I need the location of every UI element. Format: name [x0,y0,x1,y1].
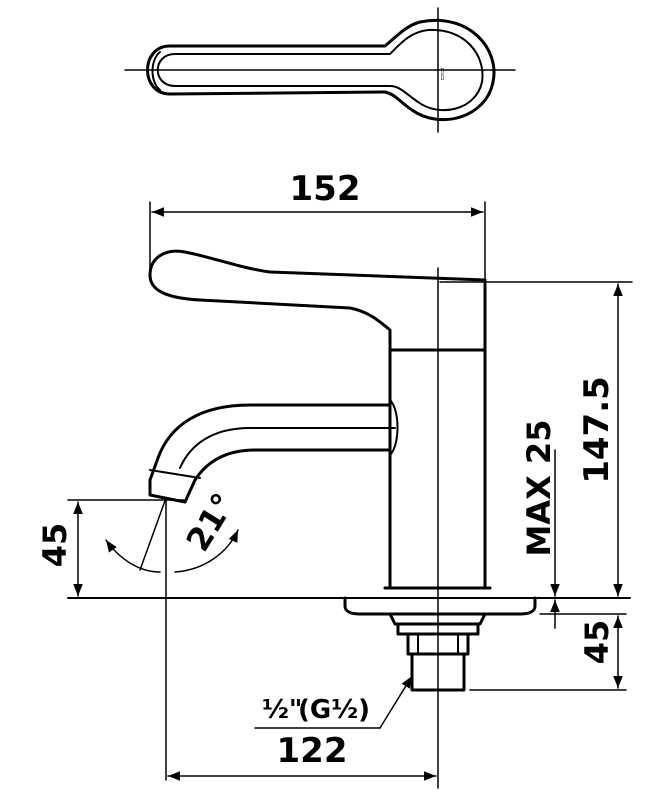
dim-45-right-label: 45 [578,620,616,665]
threaded-shank [410,652,466,692]
base-flange [343,596,537,616]
top-view-handle-tip [151,51,161,91]
angle-arc-right [174,529,239,573]
dim-122-label: 122 [277,731,348,771]
spout [148,403,392,504]
spout-tip [149,469,201,479]
thread-prefix: ½" [262,695,302,725]
top-view: ▭▭ [124,7,516,133]
dimensions: 152 147.5 MAX 25 45 45 21° 122 ½" (G½) [36,169,633,781]
angle-line-a [139,497,167,571]
dim-147-label: 147.5 [577,376,617,484]
lever-handle [148,249,487,352]
top-view-handle [146,18,496,122]
dim-152-label: 152 [290,169,361,209]
top-view-logo-mark: ▭▭ [438,67,446,80]
spout-inner-line [179,427,396,469]
dim-max25-label: MAX 25 [520,420,558,557]
angle-arc-left [105,539,161,573]
spout-joint [389,399,399,456]
dim-45-left-label: 45 [36,523,74,568]
thread-label: (G½) [298,695,370,725]
thread-leader-arrow [379,675,413,729]
top-view-handle-inner [156,28,484,112]
